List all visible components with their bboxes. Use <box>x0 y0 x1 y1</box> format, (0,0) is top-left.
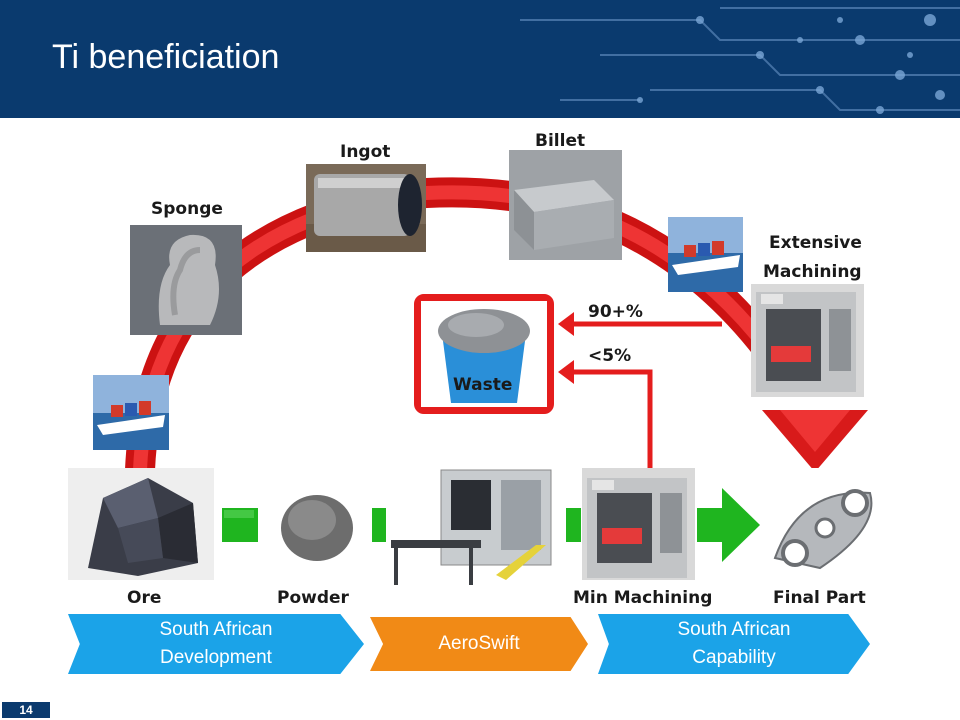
billet-image <box>509 150 622 260</box>
waste-arrow-low <box>572 369 653 468</box>
ore-label: Ore <box>127 588 162 608</box>
sa-development-line2: Development <box>160 647 272 668</box>
powder-label: Powder <box>277 588 349 608</box>
sa-development-chevron: South African Development <box>68 614 364 674</box>
sa-capability-line1: South African <box>677 618 791 640</box>
final-part-label: Final Part <box>773 588 866 608</box>
ingot-image <box>306 164 426 252</box>
slide-header: Ti beneficiation <box>0 0 960 118</box>
waste-label: Waste <box>453 375 513 395</box>
min-machining-image <box>582 468 695 580</box>
slide-title: Ti beneficiation <box>52 38 280 76</box>
waste-percent-high: 90+% <box>588 302 643 322</box>
sa-capability-line2: Capability <box>692 647 776 668</box>
sa-capability-chevron: South African Capability <box>598 614 870 674</box>
final-part-image <box>760 468 890 583</box>
ingot-label: Ingot <box>340 142 391 162</box>
waste-box: Waste <box>414 294 554 414</box>
page-number: 14 <box>2 702 50 718</box>
green-process-arrow <box>222 488 760 562</box>
extensive-machining-label-line2: Machining <box>763 262 862 282</box>
aeroswift-chevron: AeroSwift <box>370 617 588 671</box>
circuit-decoration <box>520 7 960 114</box>
ship-image-right <box>668 217 743 292</box>
ore-image <box>68 468 214 580</box>
extensive-machining-image <box>751 284 864 397</box>
sponge-image <box>130 225 242 335</box>
billet-label: Billet <box>535 131 586 151</box>
aeroswift-label: AeroSwift <box>438 632 520 654</box>
sa-development-line1: South African <box>159 618 273 640</box>
min-machining-label: Min Machining <box>573 588 713 608</box>
extensive-machining-label-line1: Extensive <box>769 233 862 253</box>
ship-image-left <box>93 375 169 450</box>
powder-image <box>270 470 365 580</box>
waste-percent-low: <5% <box>588 346 632 366</box>
sponge-label: Sponge <box>151 199 223 219</box>
aeroswift-machine-image <box>386 465 566 590</box>
